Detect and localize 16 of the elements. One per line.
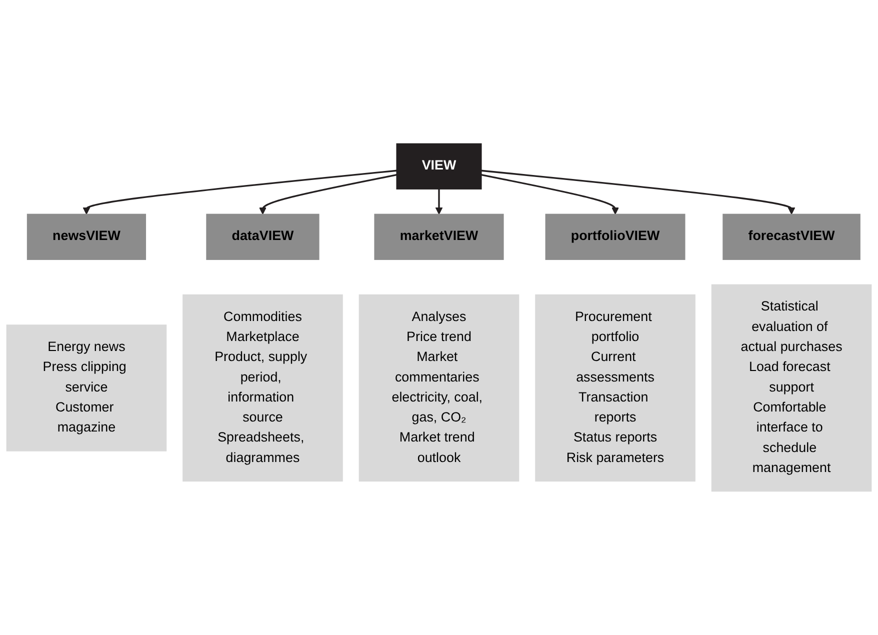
node-box: forecastVIEW xyxy=(722,214,860,260)
arrow xyxy=(481,170,796,215)
node-box: dataVIEW xyxy=(206,214,320,260)
arrow xyxy=(435,189,443,215)
node-box: Commodities Marketplace Product, supply period, information source Spreadsheets, diagrammes xyxy=(182,294,343,482)
node-box: VIEW xyxy=(396,143,482,190)
node-box: newsVIEW xyxy=(26,214,146,260)
arrow xyxy=(82,170,397,215)
node-box: portfolioVIEW xyxy=(545,214,686,260)
node-box: Procurement portfolio Current assessments Transaction reports Status reports Risk parameters xyxy=(535,294,696,482)
arrow xyxy=(259,174,397,215)
node-box: Energy news Press clipping service Customer magazine xyxy=(6,324,167,452)
node-box: Analyses Price trend Market commentaries electricity, coal, gas, CO₂ Market trend outlook xyxy=(358,294,520,482)
arrow xyxy=(481,174,619,215)
node-box: Statistical evaluation of actual purchases Load forecast support Comfortable interface to schedule management xyxy=(711,284,872,492)
node-box: marketVIEW xyxy=(374,214,504,260)
